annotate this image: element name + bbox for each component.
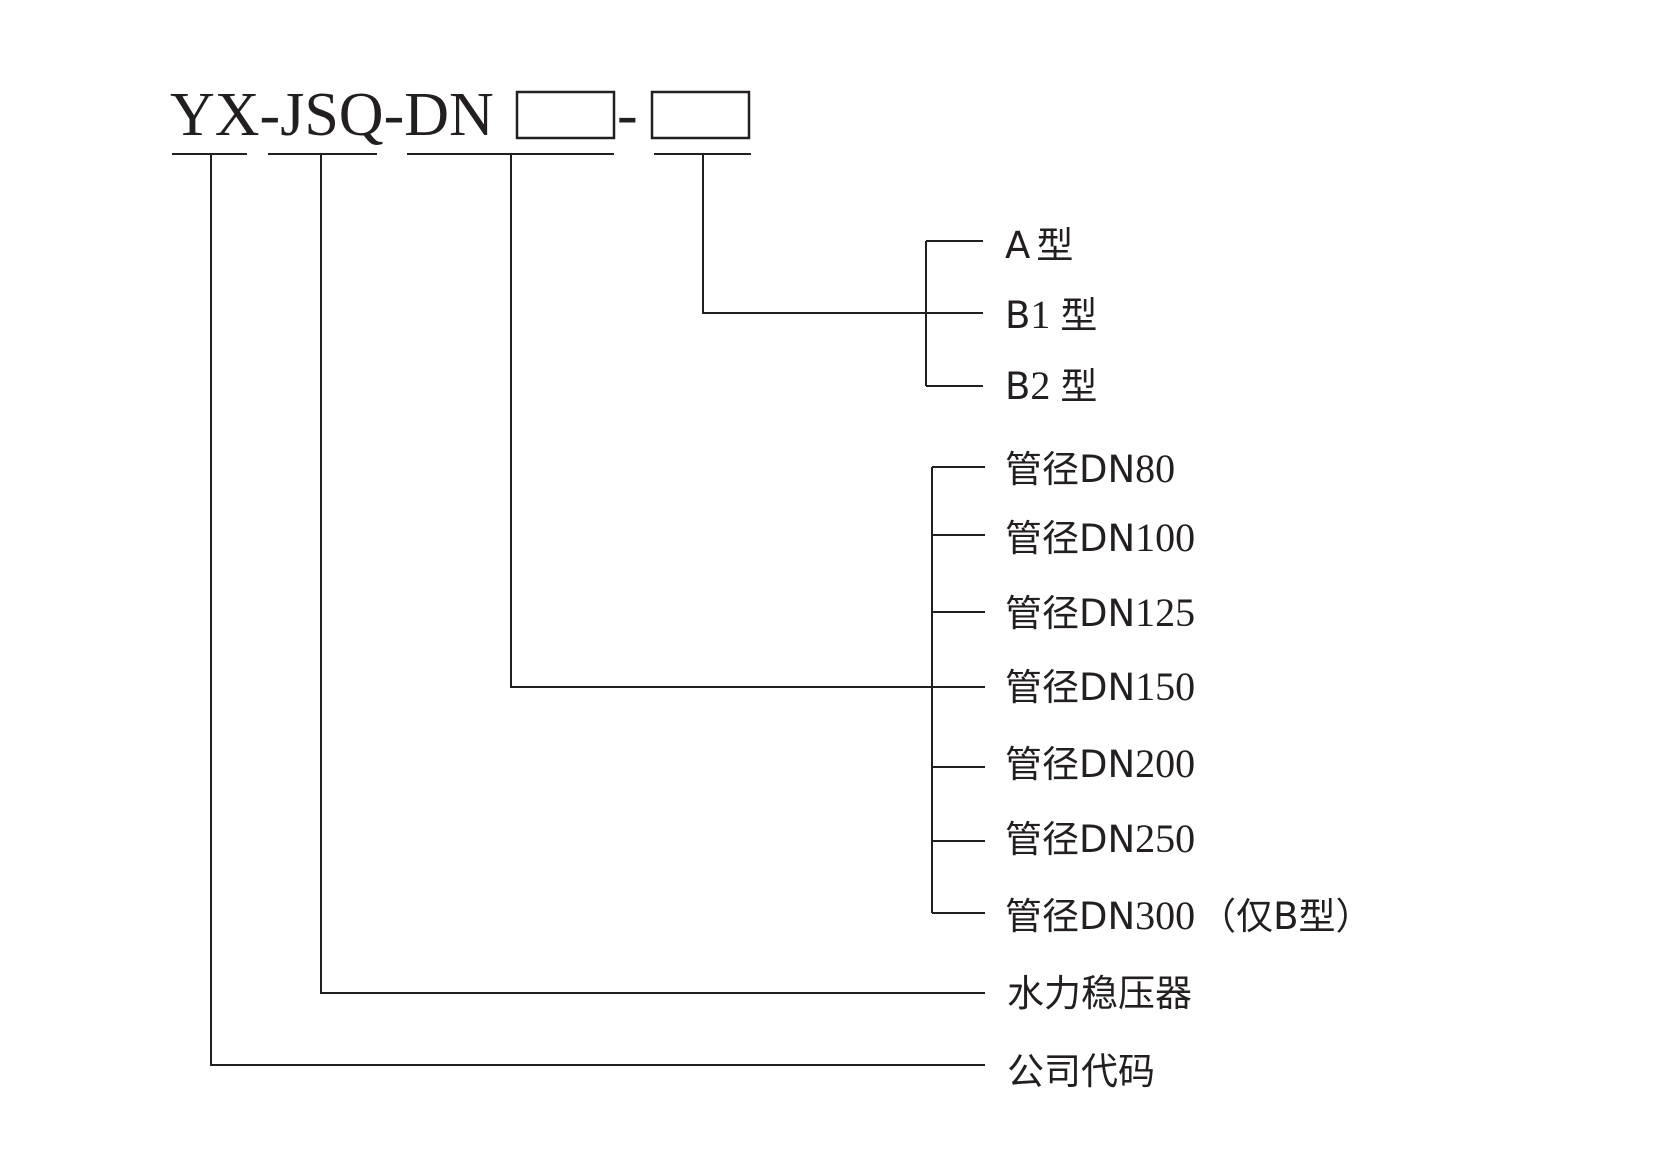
diameter-option-dn150: 管径DN150: [1005, 664, 1195, 709]
diameter-option-dn300: 管径DN300（仅B型）: [1005, 893, 1373, 938]
diameter-option-dn250: 管径DN250: [1005, 816, 1195, 861]
diameter-option-dn125: 管径DN125: [1005, 590, 1195, 635]
model-code-prefix: YX-JSQ-DN: [170, 81, 494, 149]
diameter-option-dn200: 管径DN200: [1005, 741, 1195, 786]
diameter-option-dn80: 管径DN80: [1005, 446, 1175, 491]
company-leader-line: [210, 154, 985, 1066]
diameter-code-box: [515, 90, 616, 140]
type-leader-line: [702, 154, 983, 314]
model-code-separator: -: [617, 81, 638, 149]
type-code-box: [650, 90, 751, 140]
company-label: 公司代码: [1007, 1050, 1155, 1093]
product-label: 水力稳压器: [1007, 972, 1192, 1015]
diameter-option-dn100: 管径DN100: [1005, 515, 1195, 560]
product-leader-line: [320, 154, 985, 994]
diameter-leader-line: [510, 154, 985, 688]
